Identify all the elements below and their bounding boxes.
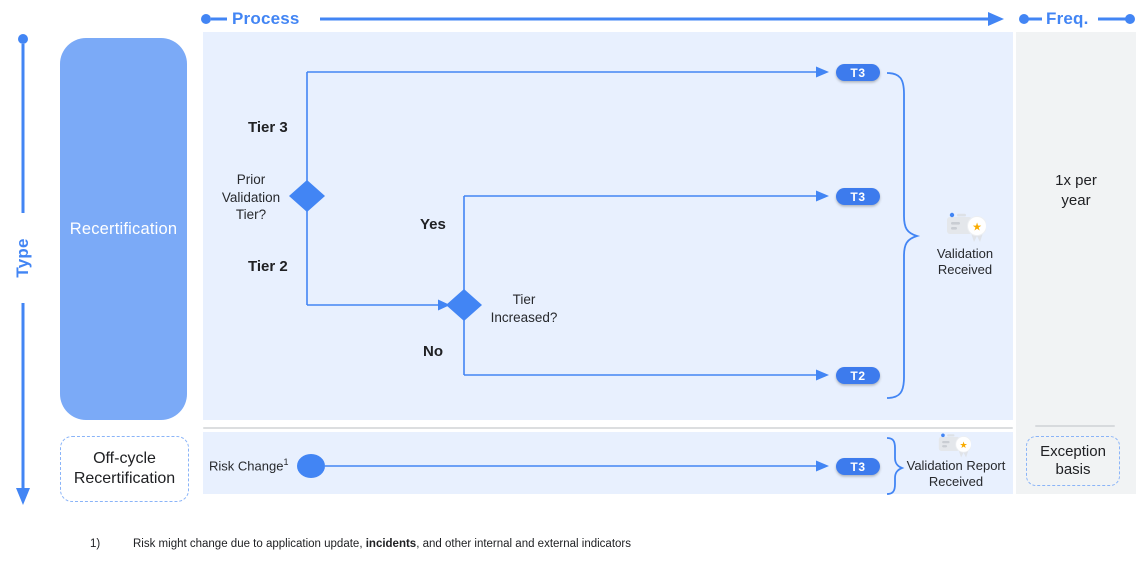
process-axis-title: Process (232, 9, 300, 28)
footnote-text: Risk might change due to application upd… (133, 538, 632, 550)
risk-change-label: Risk Change1 (209, 457, 289, 474)
frequency-divider (1035, 425, 1115, 427)
process-axis-arrowhead (988, 12, 1004, 26)
frequency-exception-label: Exception basis (1040, 443, 1106, 478)
risk-change-footnote-ref: 1 (283, 457, 289, 467)
recertification-lane-label: Recertification (69, 219, 178, 238)
t3-pill-top: T3 (836, 64, 880, 81)
freq-axis-start-dot (1019, 14, 1029, 24)
section-divider (203, 427, 1013, 429)
frequency-exception-box: Exception basis (1026, 436, 1120, 486)
tier2-branch-label: Tier 2 (248, 258, 288, 275)
no-branch-label: No (423, 343, 443, 360)
tier3-branch-label: Tier 3 (248, 119, 288, 136)
t3-pill-mid: T3 (836, 188, 880, 205)
process-axis-start-dot (201, 14, 211, 24)
validation-report-received-icon: ★ (938, 431, 972, 466)
svg-text:★: ★ (972, 221, 982, 234)
yes-branch-label: Yes (420, 216, 446, 233)
freq-axis-end-dot (1125, 14, 1135, 24)
process-panel (203, 32, 1013, 420)
offcycle-lane-label: Off-cycle Recertification (73, 450, 176, 487)
validation-report-received-label: Validation Report Received (906, 458, 1006, 490)
frequency-column (1016, 32, 1136, 494)
validation-received-label: Validation Received (936, 246, 994, 278)
type-axis-title: Type (13, 238, 32, 278)
footnote-marker: 1) (90, 538, 101, 550)
t3-pill-offcycle: T3 (836, 458, 880, 475)
type-axis-start-dot (18, 34, 28, 44)
svg-text:★: ★ (960, 441, 968, 451)
tier-increased-decision-label: Tier Increased? (490, 292, 558, 325)
type-axis-arrowhead (16, 488, 30, 505)
prior-validation-decision-label: Prior Validation Tier? (221, 172, 281, 223)
freq-axis-title: Freq. (1046, 9, 1089, 28)
recertification-lane: Recertification (60, 38, 187, 420)
validation-received-icon: ★ (946, 210, 987, 251)
offcycle-lane: Off-cycle Recertification (60, 436, 189, 502)
frequency-annual-value: 1x per year (1055, 172, 1097, 209)
offcycle-process-panel (203, 432, 1013, 494)
t2-pill: T2 (836, 367, 880, 384)
